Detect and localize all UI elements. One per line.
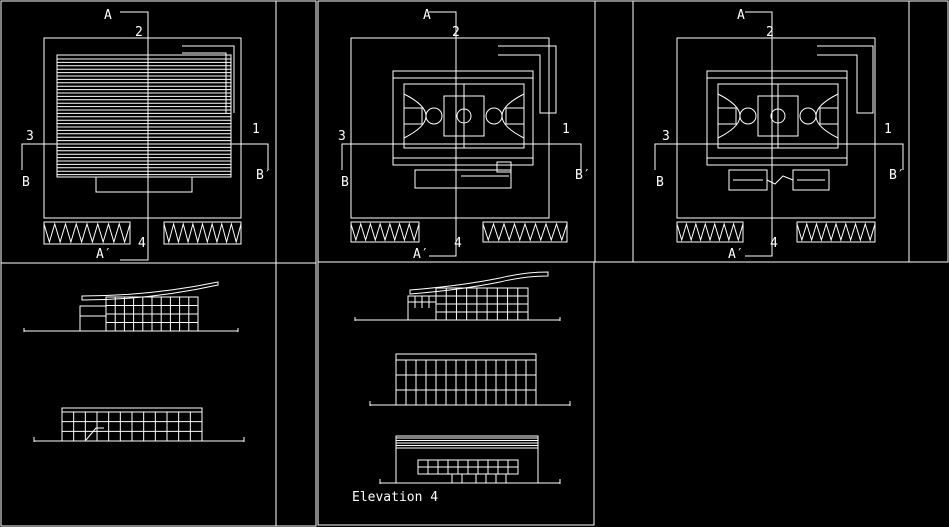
axis-label-3: 3 — [338, 129, 346, 144]
triangle-canopy-left — [43, 221, 131, 245]
section-label-b: B — [22, 175, 30, 190]
roof-plan[interactable] — [21, 11, 269, 261]
axis-label-3: 3 — [662, 129, 670, 144]
axis-label-4: 4 — [138, 236, 146, 251]
axis-label-1: 1 — [562, 122, 570, 137]
elevation-middle-2[interactable] — [369, 353, 571, 406]
basketball-court — [403, 83, 525, 149]
section-label-a-prime: A′ — [728, 247, 744, 262]
section-label-b-prime: B′ — [889, 168, 905, 183]
court-plan-b[interactable] — [654, 11, 904, 257]
roof-stripes — [57, 58, 231, 176]
elevation-caption: Elevation 4 — [352, 490, 438, 505]
triangle-canopy-right — [163, 221, 242, 245]
elevation-middle-1[interactable] — [354, 271, 561, 321]
section-label-b: B — [341, 175, 349, 190]
axis-label-2: 2 — [766, 25, 774, 40]
elevation-middle-3[interactable] — [379, 435, 561, 484]
elevation-left-2[interactable] — [33, 407, 245, 442]
section-label-b-prime: B′ — [575, 168, 591, 183]
axis-label-1: 1 — [884, 122, 892, 137]
elevation-left-1[interactable] — [23, 281, 239, 332]
section-label-a: A — [104, 8, 112, 23]
axis-label-2: 2 — [135, 25, 143, 40]
section-label-a-prime: A′ — [413, 247, 429, 262]
section-label-b: B — [656, 175, 664, 190]
axis-label-3: 3 — [26, 129, 34, 144]
section-label-b-prime: B′ — [256, 168, 272, 183]
axis-label-4: 4 — [454, 236, 462, 251]
section-label-a-prime: A′ — [96, 247, 112, 262]
section-label-a: A — [423, 8, 431, 23]
axis-label-1: 1 — [252, 122, 260, 137]
axis-label-2: 2 — [452, 25, 460, 40]
axis-label-4: 4 — [770, 236, 778, 251]
court-plan-a[interactable] — [341, 11, 582, 257]
section-label-a: A — [737, 8, 745, 23]
